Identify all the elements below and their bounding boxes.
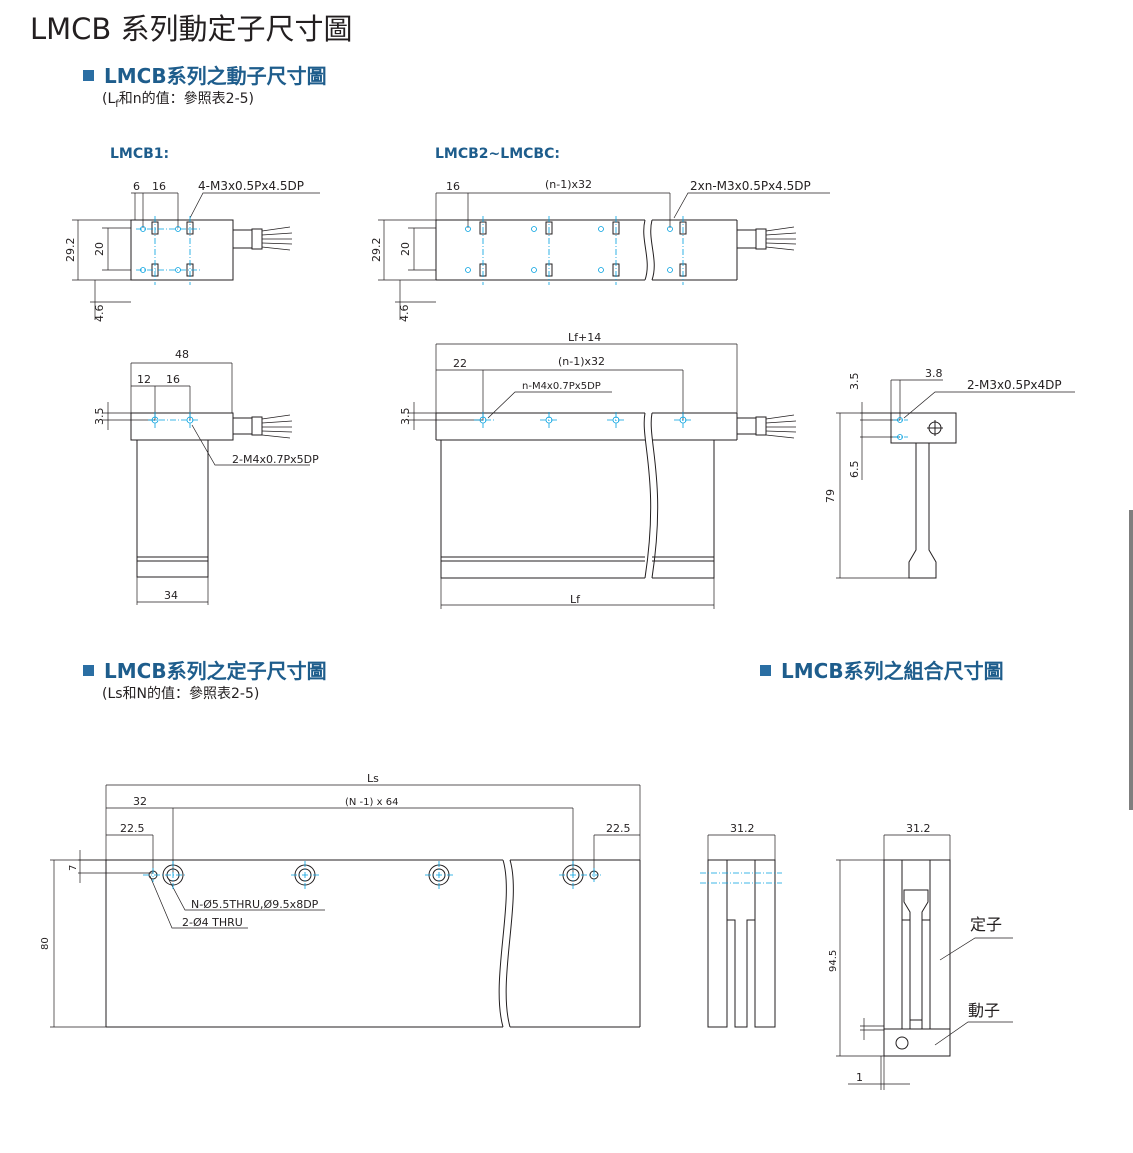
dim-6-5: 6.5	[848, 461, 861, 479]
dim-32: 32	[133, 795, 147, 808]
dim-20b: 20	[399, 242, 412, 256]
dim-3-5: 3.5	[93, 408, 106, 426]
dim-22-5b: 22.5	[606, 822, 631, 835]
dim-16b: 16	[166, 373, 180, 386]
stator-holes	[143, 861, 602, 889]
dim-31-2b: 31.2	[906, 822, 931, 835]
dim-m4-n: n-M4x0.7Px5DP	[522, 381, 601, 392]
dim-n1x64: (N -1) x 64	[345, 797, 398, 808]
dim-3-8: 3.8	[925, 367, 943, 380]
stator-section-note: (Ls和N的值：參照表2-5)	[102, 686, 260, 702]
dim-1: 1	[856, 1071, 863, 1084]
dim-34: 34	[164, 589, 178, 602]
dim-m4-2: 2-M4x0.7Px5DP	[232, 453, 319, 466]
lmcb1-front-view: 48 12 16 3.5 2-M4x0.7Px5DP 34	[93, 348, 319, 605]
section-bullet-icon	[83, 70, 94, 81]
dim-79: 79	[824, 489, 837, 503]
dim-29-2: 29.2	[64, 238, 77, 263]
dim-n1x32: (n-1)x32	[545, 178, 592, 191]
dim-hole-n: N-Ø5.5THRU,Ø9.5x8DP	[191, 898, 319, 911]
mover-side-view: 3.8 2-M3x0.5Px4DP 3.5 6.5 79	[824, 367, 1075, 579]
dim-29-2b: 29.2	[370, 238, 383, 263]
dim-n1x32b: (n-1)x32	[558, 355, 605, 368]
dim-4-6: 4.6	[93, 305, 106, 323]
dim-22: 22	[453, 357, 467, 370]
assembly-section-title-text: LMCB系列之組合尺寸圖	[781, 659, 1004, 683]
dim-48: 48	[175, 348, 189, 361]
dim-12: 12	[137, 373, 151, 386]
assembly-view: 31.2 94.5 1 定子 動子	[828, 822, 1013, 1090]
dim-m3-4dp: 4-M3x0.5Px4.5DP	[198, 179, 304, 193]
lmcb2-front-view: Lf+14 22 (n-1)x32 n-M4x0.7Px5DP 3.5 Lf	[399, 331, 797, 609]
dim-hole-2: 2-Ø4 THRU	[182, 916, 243, 929]
mover-note-suffix: 和n的值：參照表2-5)	[118, 91, 254, 107]
dim-lf: Lf	[570, 593, 581, 606]
mover-section-note: (Lf和n的值：參照表2-5)	[102, 88, 254, 110]
stator-label: 定子	[970, 915, 1002, 934]
dim-22-5a: 22.5	[120, 822, 145, 835]
mover-section-title-text: LMCB系列之動子尺寸圖	[104, 64, 327, 88]
stator-side-view: 31.2	[700, 822, 782, 1028]
section-bullet-icon	[83, 665, 94, 676]
dim-20: 20	[93, 242, 106, 256]
dim-7: 7	[68, 865, 79, 871]
page-edge-bar	[1129, 510, 1133, 810]
dim-94-5: 94.5	[828, 950, 839, 972]
lmcb2-top-view: 16 (n-1)x32 2xn-M3x0.5Px4.5DP 29.2 20 4.…	[370, 178, 830, 322]
section-bullet-icon	[760, 665, 771, 676]
model-label-lmcb1: LMCB1:	[110, 146, 170, 162]
dim-16: 16	[152, 180, 166, 193]
dim-6: 6	[133, 180, 140, 193]
model-label-lmcb2: LMCB2~LMCBC:	[435, 146, 560, 162]
lmcb1-top-view: 6 16 4-M3x0.5Px4.5DP 29.2 20 4.6	[64, 179, 320, 322]
dim-3-5c: 3.5	[848, 373, 861, 391]
stator-section-title: LMCB系列之定子尺寸圖	[83, 655, 327, 684]
page-title: LMCB 系列動定子尺寸圖	[30, 12, 353, 46]
mover-label: 動子	[968, 1001, 1000, 1020]
dim-m3-2xn: 2xn-M3x0.5Px4.5DP	[690, 179, 811, 193]
mover-section-title: LMCB系列之動子尺寸圖	[83, 60, 327, 89]
dim-80: 80	[40, 937, 51, 950]
dim-31-2a: 31.2	[730, 822, 755, 835]
dim-m3-2: 2-M3x0.5Px4DP	[967, 378, 1062, 392]
stator-section-title-text: LMCB系列之定子尺寸圖	[104, 659, 327, 683]
stator-front-view: Ls 32 (N -1) x 64 22.5 22.5 7 80 N-Ø5.5T…	[40, 772, 641, 1028]
mover-note-prefix: (L	[102, 91, 116, 107]
dim-ls: Ls	[367, 772, 379, 785]
dim-16c: 16	[446, 180, 460, 193]
dim-3-5b: 3.5	[399, 408, 412, 426]
assembly-section-title: LMCB系列之組合尺寸圖	[760, 655, 1004, 684]
mover-note-subscript: f	[115, 98, 119, 110]
dim-4-6b: 4.6	[398, 305, 411, 323]
dim-lf14: Lf+14	[568, 331, 601, 344]
